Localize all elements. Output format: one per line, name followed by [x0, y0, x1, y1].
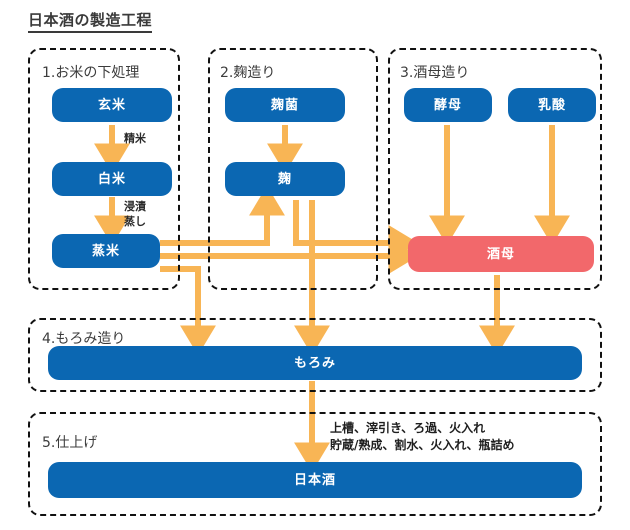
- section-rice-prep: [28, 48, 180, 290]
- section-shubo-making: [388, 48, 602, 290]
- section-label-rice-prep: 1.お米の下処理: [42, 65, 140, 81]
- node-label-kobo: 酵母: [433, 97, 462, 113]
- node-label-koji: 麹: [277, 171, 292, 187]
- node-kobo[interactable]: 酵母: [404, 88, 492, 122]
- edge-label-seimai: 精米: [124, 132, 146, 145]
- node-nyusan[interactable]: 乳酸: [508, 88, 596, 122]
- section-label-moromi-making: 4.もろみ造り: [42, 331, 126, 347]
- node-label-hakumai: 白米: [97, 171, 126, 187]
- finishing-steps-note: 上槽、滓引き、ろ過、火入れ 貯蔵/熟成、割水、火入れ、瓶詰め: [330, 421, 515, 453]
- node-mushimai[interactable]: 蒸米: [52, 234, 160, 268]
- node-label-moromi: もろみ: [293, 355, 336, 371]
- node-moromi[interactable]: もろみ: [48, 346, 582, 380]
- node-label-genmai: 玄米: [97, 97, 126, 113]
- section-koji-making: [208, 48, 378, 290]
- edge-label-shinshi-mushi: 浸漬 蒸し: [124, 200, 146, 228]
- node-hakumai[interactable]: 白米: [52, 162, 172, 196]
- node-kojikin[interactable]: 麹菌: [225, 88, 345, 122]
- node-koji[interactable]: 麹: [225, 162, 345, 196]
- node-label-mushimai: 蒸米: [91, 243, 120, 259]
- node-label-kojikin: 麹菌: [270, 97, 299, 113]
- section-finishing: [28, 412, 602, 516]
- page-title: 日本酒の製造工程: [28, 12, 153, 33]
- node-nihonshu[interactable]: 日本酒: [48, 462, 582, 498]
- section-label-shubo-making: 3.酒母造り: [400, 65, 470, 81]
- section-label-koji-making: 2.麹造り: [220, 65, 276, 81]
- section-moromi-making: [28, 318, 602, 392]
- node-label-nyusan: 乳酸: [537, 97, 566, 113]
- node-genmai[interactable]: 玄米: [52, 88, 172, 122]
- node-label-nihonshu: 日本酒: [293, 472, 336, 488]
- node-shubo[interactable]: 酒母: [408, 236, 594, 272]
- section-label-finishing: 5.仕上げ: [42, 435, 98, 451]
- node-label-shubo: 酒母: [486, 246, 515, 262]
